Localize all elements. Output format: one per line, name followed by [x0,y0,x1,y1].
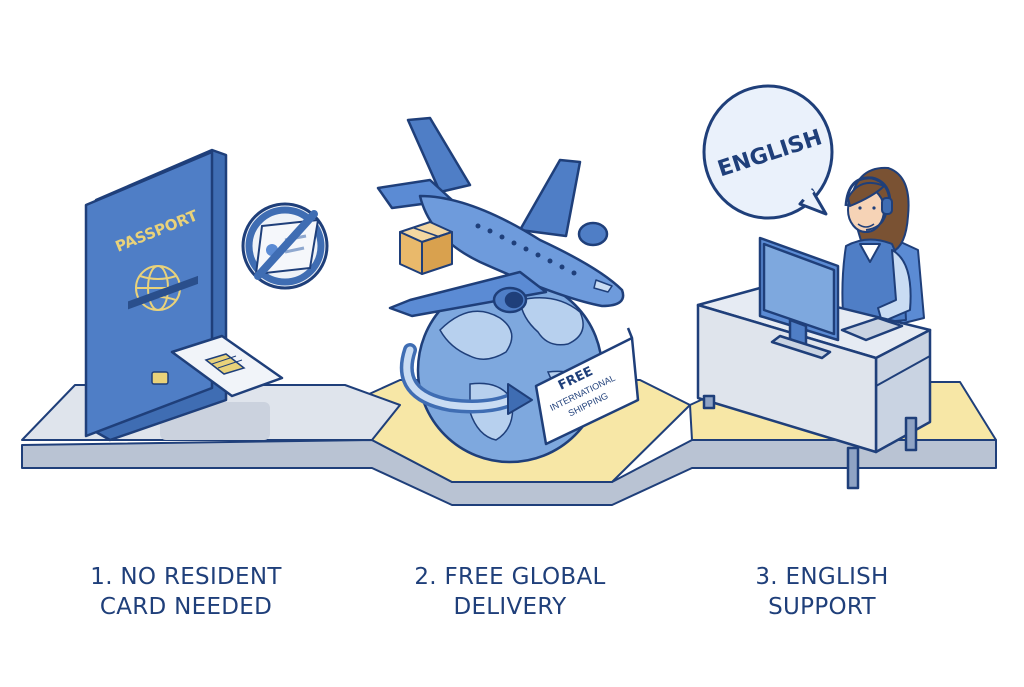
sim-card-icon [170,334,284,398]
step-2-label: 2. FREE GLOBAL DELIVERY [414,564,605,620]
no-id-card-icon [241,202,329,290]
step-3-label-line-2: SUPPORT [768,594,876,620]
step-2-label-line-2: DELIVERY [453,594,567,620]
package-icon [399,221,453,275]
step-1-label: 1. NO RESIDENT CARD NEEDED [90,564,282,620]
step-3-label: 3. ENGLISH SUPPORT [755,564,888,620]
delivery-arrow-icon [399,343,533,415]
passport-slot [128,275,198,310]
step-1-label-line-2: CARD NEEDED [100,594,272,620]
airplane-icon [376,116,625,318]
support-agent-icon [841,166,925,327]
step-2-label-line-1: 2. FREE GLOBAL [414,564,605,590]
speech-bubble-icon: ENGLISH [702,84,834,220]
monitor-icon [758,236,904,360]
passport-chip-small [151,371,169,385]
step-1-label-line-1: 1. NO RESIDENT [90,564,282,590]
step-3-label-line-1: 3. ENGLISH [755,564,888,590]
passport-icon: PASSPORT [84,148,228,442]
